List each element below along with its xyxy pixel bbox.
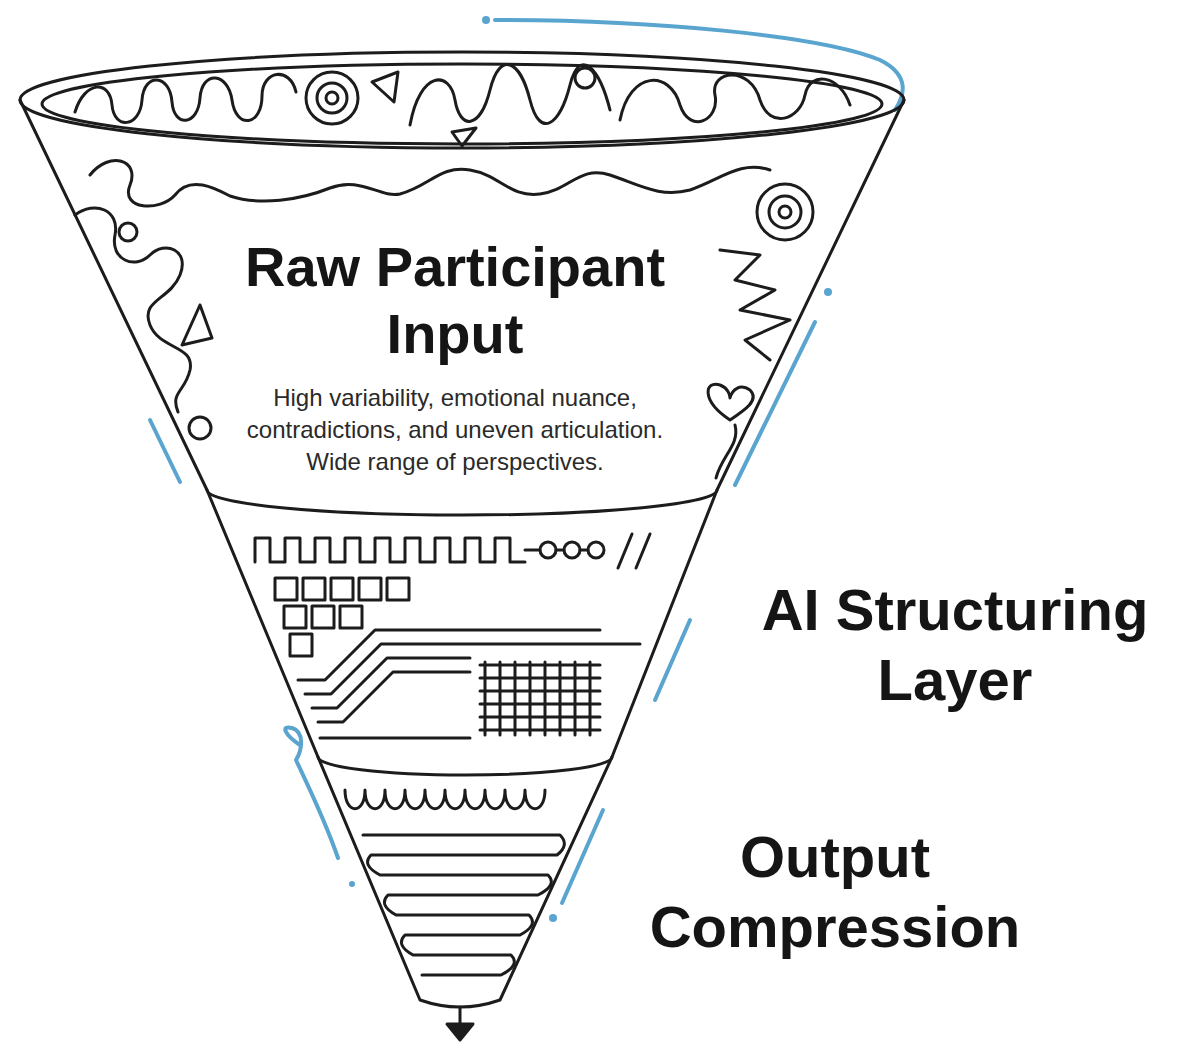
rim-scribble bbox=[75, 74, 296, 122]
rim-spiral bbox=[306, 72, 358, 124]
inner-rim bbox=[42, 64, 882, 144]
rim-loop bbox=[575, 68, 595, 88]
side-loop bbox=[119, 223, 137, 241]
accent-dot bbox=[482, 16, 490, 24]
maze-cell bbox=[312, 606, 334, 628]
funnel-band: Output Compression bbox=[310, 740, 1170, 1045]
side-scribble bbox=[75, 208, 190, 412]
accent-group bbox=[150, 20, 903, 903]
maze-trace bbox=[320, 737, 470, 740]
band-edge bbox=[20, 52, 904, 148]
band-description: High variability, emotional nuance, cont… bbox=[230, 382, 680, 479]
maze-slash bbox=[618, 534, 650, 568]
accent-dot bbox=[824, 288, 832, 296]
maze-cell bbox=[275, 578, 297, 600]
side-arrow bbox=[182, 305, 212, 345]
accent-line bbox=[285, 727, 338, 858]
funnel-band: Raw Participant InputHigh variability, e… bbox=[18, 40, 910, 520]
maze-node bbox=[588, 542, 604, 558]
band-label: Output Compression bbox=[620, 822, 1050, 961]
maze-cell bbox=[303, 578, 325, 600]
rim-spiral bbox=[326, 92, 338, 104]
maze-trace bbox=[312, 658, 470, 708]
band-edge bbox=[318, 757, 612, 1007]
rim-triangle bbox=[452, 128, 476, 146]
rim-triangle bbox=[372, 72, 398, 102]
band-outline bbox=[310, 740, 1170, 1045]
side-heart bbox=[708, 384, 753, 420]
maze-cell bbox=[284, 606, 306, 628]
side-spiral bbox=[769, 196, 801, 228]
side-spiral bbox=[779, 206, 791, 218]
band-label: AI Structuring Layer bbox=[740, 575, 1170, 714]
accent-line bbox=[150, 420, 180, 482]
accent-dot bbox=[549, 914, 557, 922]
maze-cell bbox=[331, 578, 353, 600]
maze-trace bbox=[318, 672, 470, 722]
side-zigzag bbox=[720, 250, 790, 360]
accent-dot bbox=[349, 881, 355, 887]
side-loop bbox=[189, 417, 211, 439]
accent-line bbox=[495, 20, 903, 110]
maze-wave bbox=[255, 538, 525, 562]
maze-cell bbox=[340, 606, 362, 628]
accent-line bbox=[735, 322, 815, 485]
band-edge bbox=[20, 100, 904, 515]
under-rim-scribble bbox=[90, 161, 770, 207]
maze-cell bbox=[359, 578, 381, 600]
compress-wave bbox=[345, 790, 545, 809]
band-edge bbox=[207, 490, 717, 775]
band-heading: Raw Participant Input bbox=[220, 233, 690, 367]
rim-scribble bbox=[410, 65, 610, 125]
maze-node bbox=[540, 542, 556, 558]
maze-cell bbox=[290, 634, 312, 656]
rim-spiral bbox=[317, 83, 347, 113]
maze-lattice bbox=[480, 662, 600, 735]
funnel-band: AI Structuring Layer bbox=[205, 465, 1180, 775]
compress-serpentine bbox=[363, 835, 564, 975]
maze-node bbox=[564, 542, 580, 558]
maze-cell bbox=[387, 578, 409, 600]
rim-scribble bbox=[620, 75, 850, 122]
side-spiral bbox=[757, 184, 813, 240]
flow-arrowhead bbox=[447, 1024, 473, 1040]
